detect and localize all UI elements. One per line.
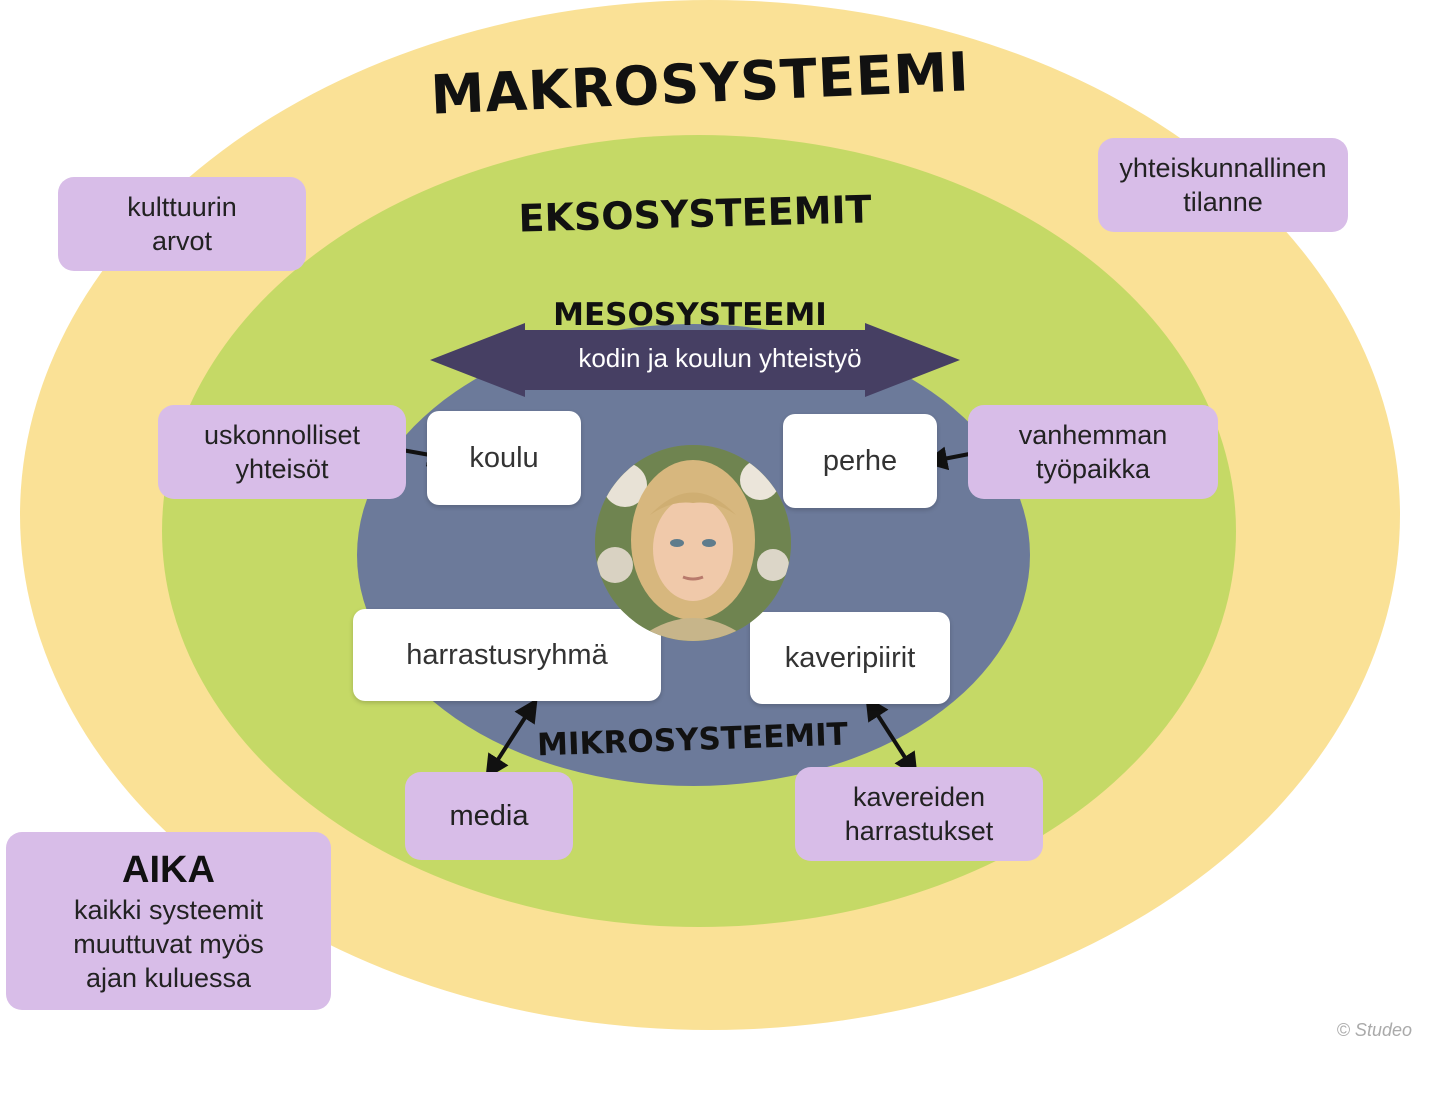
society-line-2: tilanne [1183,187,1263,217]
box-friends-hobbies: kavereiden harrastukset [795,767,1043,861]
box-time: AIKA kaikki systeemit muuttuvat myös aja… [6,832,331,1010]
parentwork-line-1: vanhemman [1018,420,1168,450]
mesosystem-title: MESOSYSTEEMI [553,297,827,333]
culture-line-1: kulttuurin [127,192,237,222]
box-parent-workplace: vanhemman työpaikka [968,405,1218,499]
mesosystem-double-arrow [430,323,960,397]
media-line-1: media [449,800,529,832]
copyright-notice: © Studeo [1336,1020,1412,1040]
box-societal-situation: yhteiskunnallinen tilanne [1098,138,1348,232]
box-family: perhe [783,414,937,508]
child-portrait-illustration [595,445,791,641]
box-religious-communities: uskonnolliset yhteisöt [158,405,406,499]
arrow-hobbygroup-media [485,697,538,780]
friendshobbies-line-2: harrastukset [844,816,994,846]
box-media: media [405,772,573,860]
religious-line-2: yhteisöt [235,454,329,484]
time-line-2: muuttuvat myös [73,929,264,959]
friendshobbies-line-1: kavereiden [852,782,986,812]
mesosystem-subtitle: kodin ja koulun yhteistyö [578,343,862,373]
box-hobby-group: harrastusryhmä [353,609,661,701]
box-school: koulu [427,411,581,505]
parentwork-line-2: työpaikka [1035,454,1151,484]
time-line-3: ajan kuluessa [85,963,252,993]
arrow-friends-friendshobbies [865,695,918,778]
box-culture-values: kulttuurin arvot [58,177,306,271]
religious-line-1: uskonnolliset [203,420,361,450]
child-portrait [595,445,791,641]
society-line-1: yhteiskunnallinen [1119,153,1327,183]
box-friend-circles: kaveripiirit [750,612,950,704]
culture-line-2: arvot [151,226,213,256]
time-line-1: kaikki systeemit [73,895,264,925]
time-title: AIKA [122,849,215,891]
